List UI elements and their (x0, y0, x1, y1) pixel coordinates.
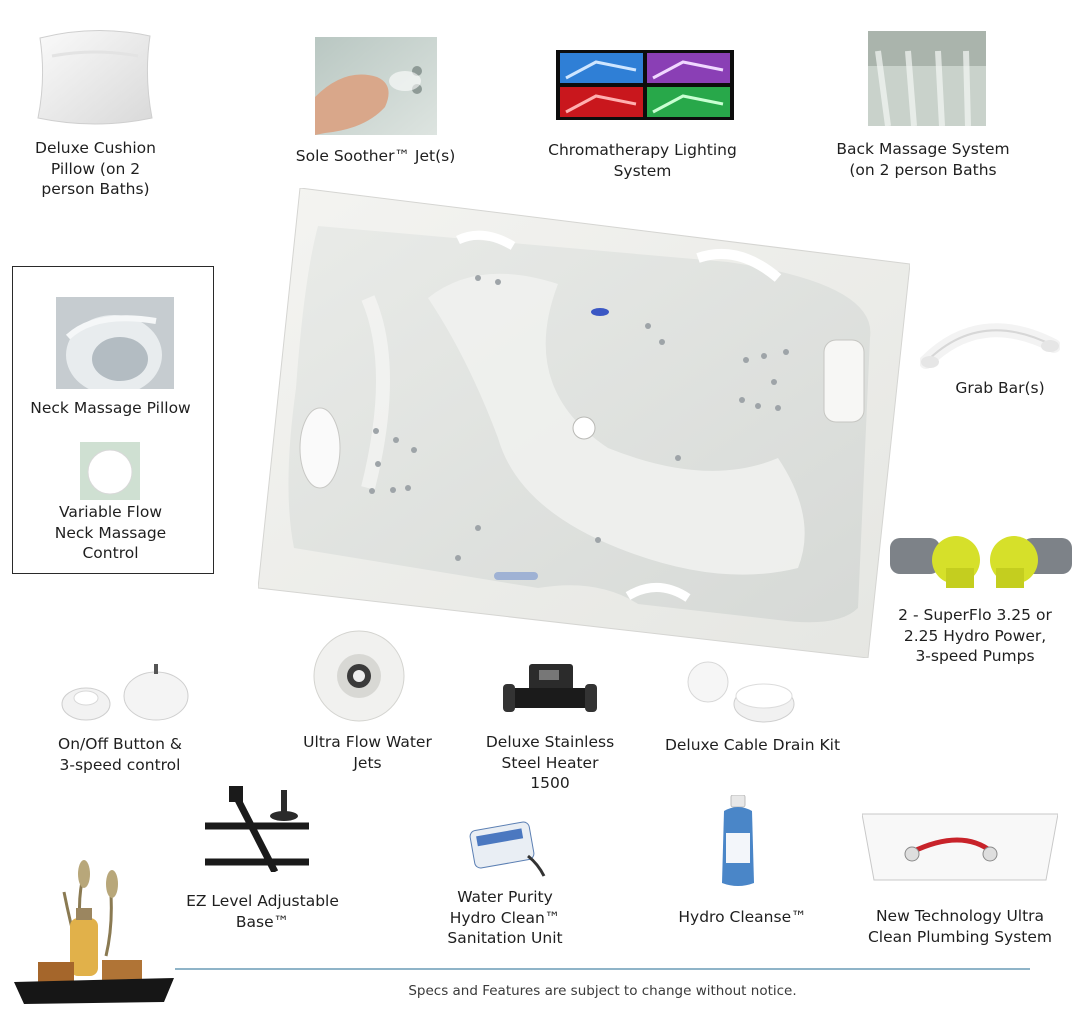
hydro-cleanse-bottle-image (716, 795, 760, 887)
grab-bar-image (920, 318, 1060, 370)
pumps-caption: 2 - SuperFlo 3.25 or 2.25 Hydro Power, 3… (898, 606, 1052, 665)
sanitation-unit-caption: Water Purity Hydro Clean™ Sanitation Uni… (447, 888, 563, 947)
chromatherapy-image (556, 50, 734, 120)
neck-massage-pillow-caption: Neck Massage Pillow (30, 399, 191, 417)
cable-drain-caption: Deluxe Cable Drain Kit (664, 736, 841, 754)
neck-massage-pillow-image (56, 297, 174, 389)
adjustable-base-caption: EZ Level Adjustable Base™ (186, 892, 339, 931)
heater-caption: Deluxe Stainless Steel Heater 1500 (485, 733, 615, 792)
sanitation-unit-image (466, 820, 546, 878)
onoff-caption: On/Off Button & 3-speed control (58, 735, 182, 774)
cushion-pillow-caption: Deluxe Cushion Pillow (on 2 person Baths… (35, 139, 156, 198)
grab-bar-caption: Grab Bar(s) (955, 379, 1045, 397)
back-massage-image (868, 31, 986, 126)
whirlpool-tub-image (258, 188, 910, 658)
sole-soother-image (315, 37, 437, 135)
heater-image (503, 660, 597, 722)
pumps-image (886, 528, 1076, 592)
sole-soother-caption: Sole Soother™ Jet(s) (295, 147, 456, 165)
spa-decoration-image (14, 852, 174, 1007)
onoff-button-image (60, 664, 190, 724)
neck-massage-panel (12, 266, 214, 574)
adjustable-base-image (205, 784, 309, 872)
cable-drain-image (686, 656, 798, 726)
plumbing-caption: New Technology Ultra Clean Plumbing Syst… (867, 907, 1053, 946)
back-massage-caption: Back Massage System (on 2 person Baths (836, 140, 1010, 179)
variable-flow-caption: Variable Flow Neck Massage Control (54, 503, 167, 562)
cushion-pillow-image (32, 26, 158, 128)
plumbing-system-image (862, 808, 1058, 886)
water-jet-image (312, 629, 406, 723)
footer-rule (175, 968, 1030, 970)
variable-flow-control-image (80, 442, 140, 500)
chromatherapy-caption: Chromatherapy Lighting System (548, 141, 737, 180)
hydro-cleanse-caption: Hydro Cleanse™ (678, 908, 807, 926)
water-jets-caption: Ultra Flow Water Jets (303, 733, 432, 772)
footer-notice: Specs and Features are subject to change… (408, 983, 797, 999)
